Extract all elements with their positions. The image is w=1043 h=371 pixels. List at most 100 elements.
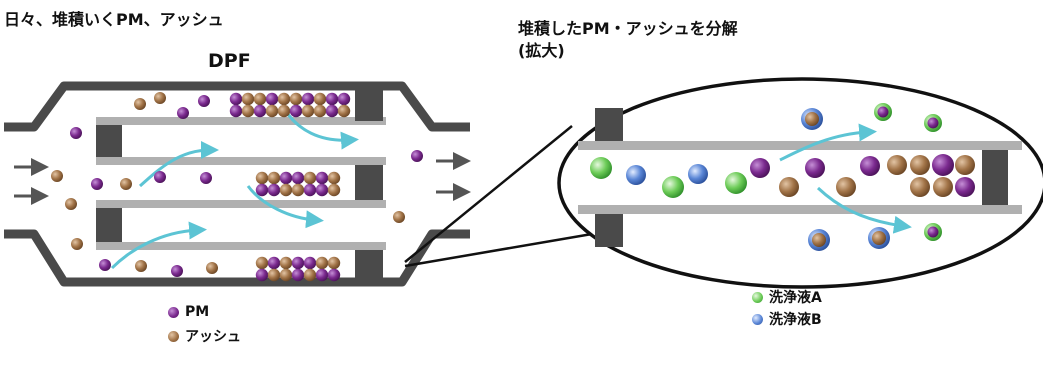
legend-wash-b: 洗浄液B <box>752 309 822 329</box>
channel-plug <box>96 208 122 242</box>
ash-deposit <box>327 256 341 270</box>
pm-deposit <box>315 268 329 282</box>
wash-a-legend-icon <box>752 291 763 303</box>
pm-deposit <box>289 104 303 118</box>
outlet-arrows <box>436 152 471 201</box>
pm-particle <box>198 95 210 107</box>
pm-particle <box>99 259 111 271</box>
magnified-wall <box>578 141 1022 150</box>
flow-arrows <box>110 109 359 270</box>
pm-particle <box>805 158 825 178</box>
magnified-channel <box>578 108 1022 247</box>
ash-deposit <box>241 104 255 118</box>
legend-wash-a: 洗浄液A <box>752 287 822 307</box>
ash-particle <box>910 155 930 175</box>
channel-wall <box>96 157 386 165</box>
magnified-plug <box>595 108 623 141</box>
pm-particle <box>154 171 166 183</box>
wash-a-particle <box>725 172 747 194</box>
pm-deposit <box>303 256 317 270</box>
pm-deposit <box>229 104 243 118</box>
ash-deposit <box>291 183 305 197</box>
title-right-line2: (拡大) <box>518 41 565 60</box>
pm-particle <box>411 150 423 162</box>
pm-particle <box>955 177 975 197</box>
ash-deposit <box>267 171 281 185</box>
legend-label: PM <box>185 304 210 320</box>
ash-deposit <box>303 268 317 282</box>
ash-deposit <box>277 104 291 118</box>
title-left: 日々、堆積いくPM、アッシュ <box>4 10 224 29</box>
pm-deposit <box>267 256 281 270</box>
pm-deposit <box>303 183 317 197</box>
pm-particle <box>860 156 880 176</box>
pm-deposit <box>325 92 339 106</box>
channel-plug <box>355 165 383 200</box>
channel-plug <box>355 250 383 282</box>
ash-deposit <box>279 256 293 270</box>
wash-b-legend-icon <box>752 313 763 325</box>
ash-deposit <box>315 256 329 270</box>
callout-line <box>404 232 593 268</box>
pm-deposit <box>315 171 329 185</box>
pm-deposit <box>291 256 305 270</box>
dpf-deposits <box>229 92 351 282</box>
ash-deposit <box>265 104 279 118</box>
pm-particle <box>932 154 954 176</box>
legend-label: 洗浄液B <box>769 312 822 328</box>
magnified-wall <box>578 205 1022 214</box>
dpf-loose-particles <box>51 92 423 277</box>
ash-legend-icon <box>168 330 179 342</box>
pm-deposit <box>255 268 269 282</box>
channel-wall <box>96 200 386 208</box>
title-right: 堆積したPM・アッシュを分解 (拡大) <box>518 18 738 62</box>
legend-label: 洗浄液A <box>769 290 822 306</box>
ash-particle <box>134 98 146 110</box>
inlet-arrows <box>14 158 49 205</box>
pm-particle <box>200 172 212 184</box>
ash-deposit <box>253 92 267 106</box>
ash-particle <box>135 260 147 272</box>
pm-deposit <box>301 92 315 106</box>
pm-deposit <box>327 268 341 282</box>
legend-label: アッシュ <box>185 329 241 345</box>
legend-pm: PM <box>168 304 209 320</box>
ash-particle <box>71 238 83 250</box>
channel-plug <box>96 125 122 157</box>
ash-particle <box>955 155 975 175</box>
channel-plug <box>355 86 383 121</box>
magnified-view <box>557 77 1043 289</box>
ash-deposit <box>301 104 315 118</box>
ash-deposit <box>267 268 281 282</box>
ash-particle <box>51 170 63 182</box>
callout-line <box>404 125 573 263</box>
pm-legend-icon <box>168 306 179 318</box>
ash-deposit <box>255 171 269 185</box>
pm-particle <box>177 107 189 119</box>
ash-particle <box>65 198 77 210</box>
pm-deposit <box>291 171 305 185</box>
ash-deposit <box>279 268 293 282</box>
ash-deposit <box>277 92 291 106</box>
ash-deposit <box>241 92 255 106</box>
legend-ash: アッシュ <box>168 326 241 346</box>
ash-deposit <box>313 92 327 106</box>
wash-b-particle <box>688 164 708 184</box>
ash-particle <box>393 211 405 223</box>
ash-particle <box>120 178 132 190</box>
pm-particle <box>70 127 82 139</box>
ash-deposit <box>289 92 303 106</box>
magnified-plug <box>982 150 1008 205</box>
wash-a-particle <box>590 157 612 179</box>
ash-deposit <box>327 171 341 185</box>
ash-particle <box>836 177 856 197</box>
magnified-plug <box>595 214 623 247</box>
ash-particle <box>779 177 799 197</box>
ash-deposit <box>337 104 351 118</box>
magnified-particles <box>590 103 975 251</box>
ash-particle <box>910 177 930 197</box>
ash-particle <box>206 262 218 274</box>
ash-particle <box>933 177 953 197</box>
ash-deposit <box>255 256 269 270</box>
pm-deposit <box>279 171 293 185</box>
